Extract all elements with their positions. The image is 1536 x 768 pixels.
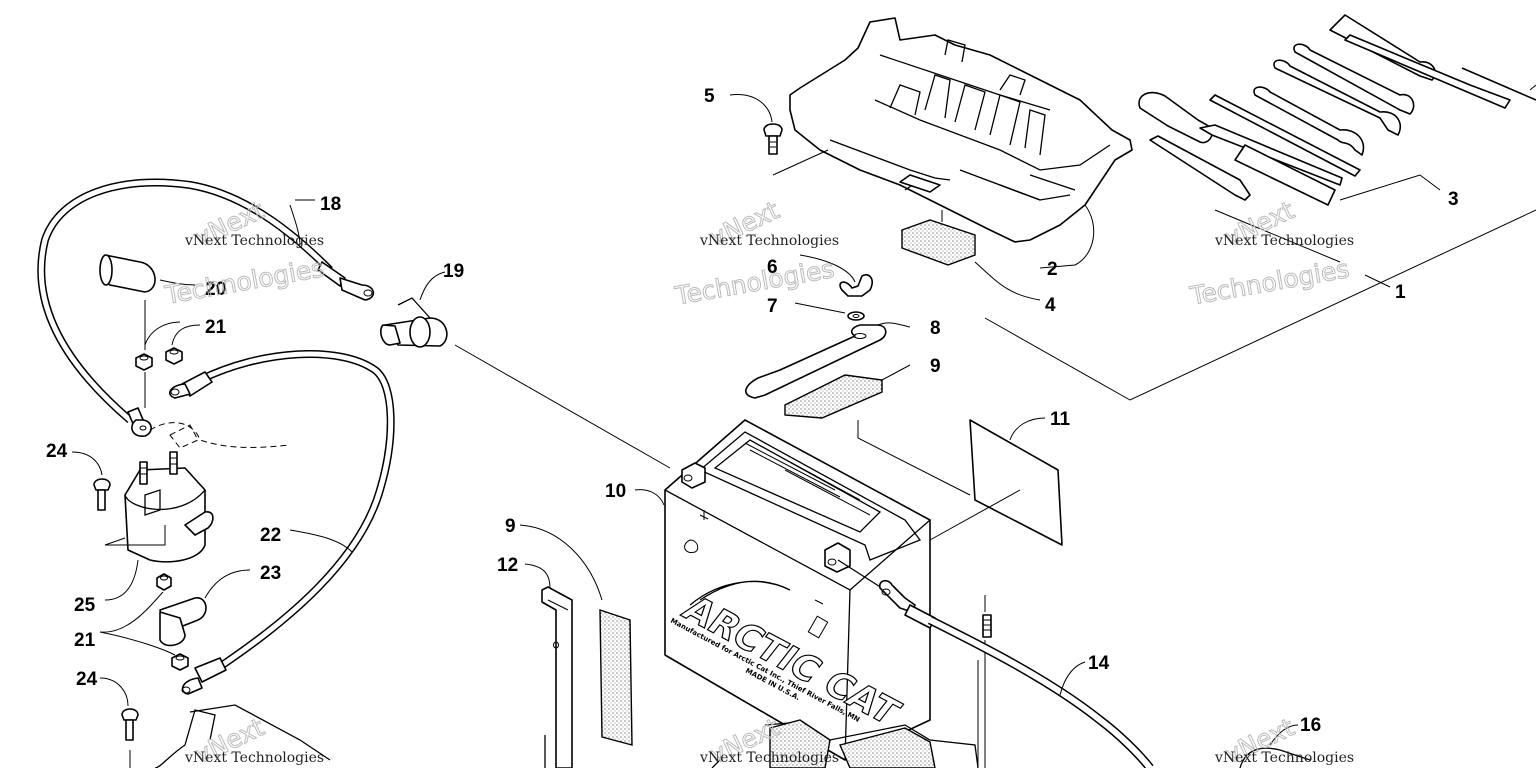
solenoid-screw-a <box>93 478 111 511</box>
nut-21d <box>171 653 189 671</box>
tool-tray <box>789 17 1133 243</box>
svg-text:Technologies: Technologies <box>1187 254 1351 311</box>
svg-text:vNext Technologies: vNext Technologies <box>699 233 839 249</box>
callout-9-bottom: 9 <box>505 516 516 537</box>
strap-foam-pad <box>784 374 883 419</box>
watermark-bottom-left: vNext vNext Technologies <box>184 712 324 768</box>
svg-text:Technologies: Technologies <box>672 254 836 311</box>
callout-20: 20 <box>205 279 226 300</box>
callout-8: 8 <box>930 318 941 339</box>
leader-3 <box>1214 209 1341 263</box>
callout-24-top: 24 <box>46 441 68 462</box>
svg-text:vNext Technologies: vNext Technologies <box>184 233 324 249</box>
hold-down-strap <box>745 324 887 399</box>
callout-4: 4 <box>1045 295 1056 316</box>
callout-7: 7 <box>767 296 778 317</box>
label-sheet <box>969 419 1063 546</box>
callout-2: 2 <box>1047 259 1058 280</box>
callout-21-bottom: 21 <box>74 630 96 651</box>
tray-foam-pad <box>901 219 976 266</box>
battery-bracket <box>541 586 573 768</box>
ring-terminal-18-start <box>127 407 152 437</box>
callout-9-top: 9 <box>930 356 941 377</box>
solenoid-screw-b <box>121 708 139 741</box>
callout-12: 12 <box>497 555 518 576</box>
negative-cable <box>837 559 1154 768</box>
nut-21c <box>156 573 172 591</box>
callout-16: 16 <box>1300 715 1321 736</box>
callout-6: 6 <box>767 257 778 278</box>
callout-22: 22 <box>260 525 281 546</box>
callout-23: 23 <box>260 563 281 584</box>
washer <box>847 311 865 321</box>
terminal-boot-19 <box>380 297 448 348</box>
svg-text:vNext Technologies: vNext Technologies <box>184 750 324 766</box>
ring-terminal-18-end <box>317 261 375 301</box>
side-foam-pad <box>599 609 633 746</box>
callout-25: 25 <box>74 595 96 616</box>
watermark-right: vNext Technologies vNext Technologies <box>1187 195 1354 311</box>
svg-text:Technologies: Technologies <box>162 253 326 310</box>
terminal-boot-20 <box>99 254 156 293</box>
callout-21-top: 21 <box>205 317 227 338</box>
callout-1: 1 <box>1395 282 1406 303</box>
callout-3: 3 <box>1448 189 1459 210</box>
callout-11: 11 <box>1050 409 1071 430</box>
positive-cable-22 <box>198 349 395 674</box>
watermark-bottom-right: vNext vNext Technologies <box>1214 712 1354 768</box>
ring-terminal-22-top <box>169 371 213 399</box>
callout-19: 19 <box>443 261 464 282</box>
watermark-left: vNext Technologies vNext Technologies <box>162 195 327 310</box>
svg-text:vNext Technologies: vNext Technologies <box>1214 750 1354 766</box>
ring-terminal-22-bottom <box>181 657 227 695</box>
svg-text:vNext Technologies: vNext Technologies <box>699 750 839 766</box>
callout-10: 10 <box>605 481 626 502</box>
callout-14: 14 <box>1088 653 1110 674</box>
nut-21b <box>165 347 183 365</box>
tool-kit <box>1138 14 1536 206</box>
svg-text:vNext Technologies: vNext Technologies <box>1214 233 1354 249</box>
starter-solenoid <box>124 451 214 563</box>
callout-labels: 1 2 3 4 5 6 7 8 9 9 10 11 12 14 16 18 19… <box>46 86 1459 736</box>
watermark-center: vNext Technologies vNext Technologies <box>672 195 839 311</box>
leader-19-to-battery <box>454 344 671 469</box>
callout-5: 5 <box>704 86 715 107</box>
wing-nut <box>839 274 873 297</box>
tray-screw <box>763 123 783 155</box>
callout-24-bottom: 24 <box>76 669 98 690</box>
terminal-boot-23 <box>159 597 207 647</box>
nut-21a <box>135 353 153 371</box>
callout-18: 18 <box>320 194 341 215</box>
battery-bolt <box>982 614 992 638</box>
leader-1 <box>984 209 1536 401</box>
